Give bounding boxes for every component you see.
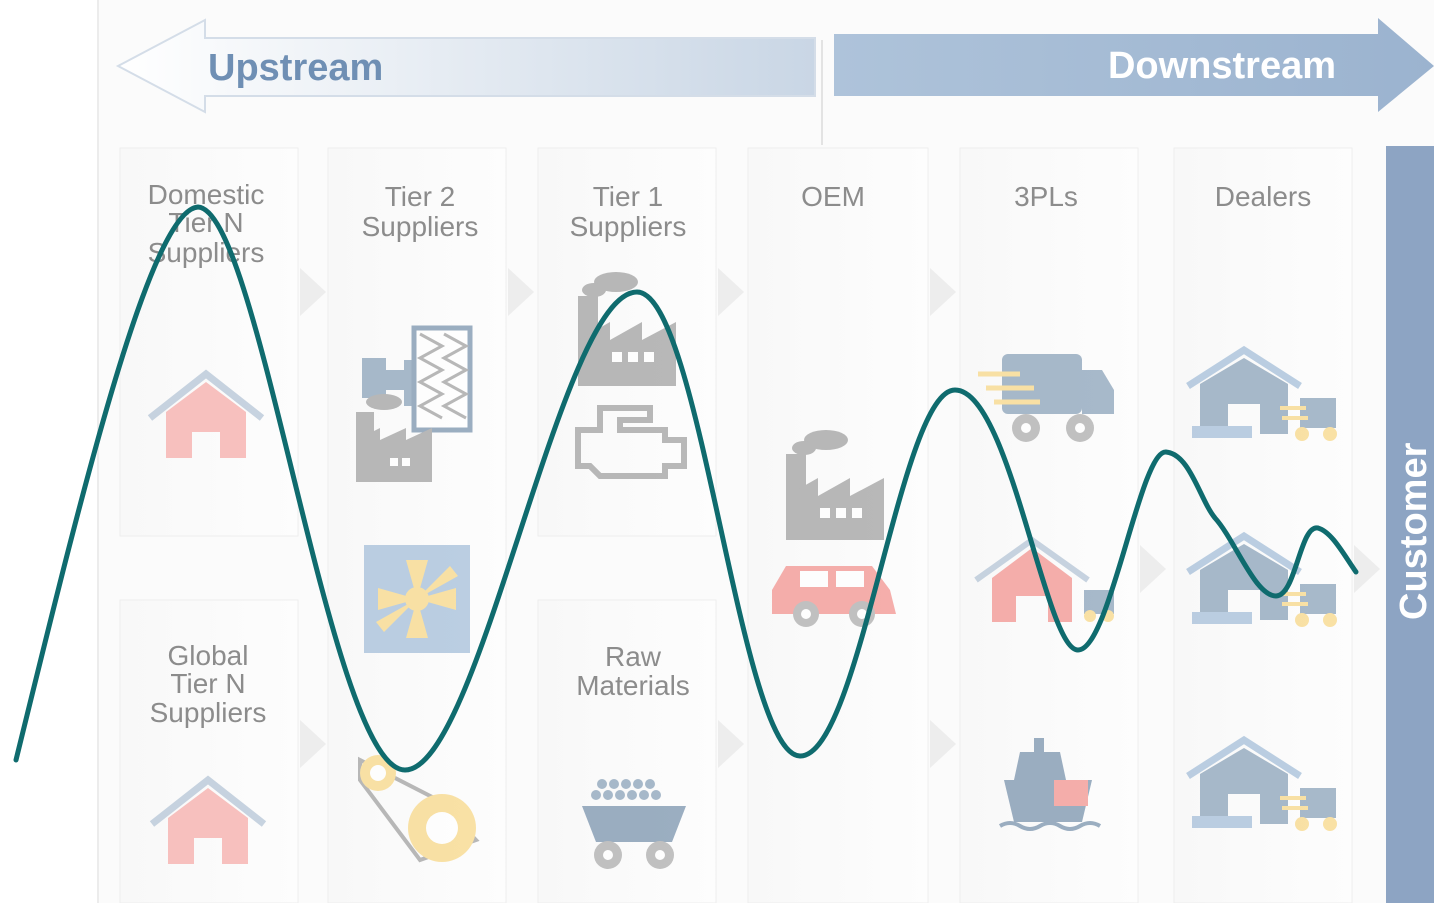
factory-icon — [356, 394, 432, 482]
upstream-label: Upstream — [208, 47, 383, 89]
domestic-label-line1: Domestic — [148, 179, 265, 210]
delivery-truck-icon — [978, 354, 1114, 442]
tier1-label-line1: Tier 1 — [593, 181, 664, 212]
tier2-label-line1: Tier 2 — [385, 181, 456, 212]
downstream-label: Downstream — [1108, 45, 1336, 87]
bullwhip-wave — [13, 204, 1359, 773]
fan-icon — [364, 545, 470, 653]
connector-chevrons — [300, 268, 1380, 768]
house-icon — [147, 369, 265, 458]
column-labels: Domestic Tier N Suppliers Global Tier N … — [148, 179, 1312, 728]
factory-icon — [786, 430, 884, 540]
warehouse-truck-icon — [1186, 531, 1337, 627]
oem-label: OEM — [801, 181, 865, 212]
upstream-arrow: Upstream — [115, 18, 816, 114]
dealers-label: Dealers — [1215, 181, 1311, 212]
global-label-line3: Suppliers — [150, 697, 267, 728]
machinery-icon — [362, 325, 473, 433]
tier1-label-line2: Suppliers — [570, 211, 687, 242]
car-icon — [772, 566, 896, 627]
global-label-line2: Tier N — [170, 668, 245, 699]
customer-bar: Customer — [1386, 146, 1434, 903]
raw-label-line2: Materials — [576, 670, 690, 701]
house-icon — [149, 775, 267, 864]
global-label-line1: Global — [168, 640, 249, 671]
raw-label-line1: Raw — [605, 641, 662, 672]
factory-icon — [578, 272, 676, 386]
cargo-ship-icon — [998, 738, 1102, 831]
engine-icon — [575, 405, 687, 479]
downstream-arrow: Downstream — [834, 18, 1434, 112]
warehouse-truck-icon — [1186, 735, 1337, 831]
3pls-label: 3PLs — [1014, 181, 1078, 212]
warehouse-truck-icon — [1186, 345, 1337, 441]
customer-label: Customer — [1393, 442, 1434, 620]
tier2-label-line2: Suppliers — [362, 211, 479, 242]
belt-pulley-icon — [358, 755, 480, 863]
mine-cart-icon — [582, 779, 686, 869]
